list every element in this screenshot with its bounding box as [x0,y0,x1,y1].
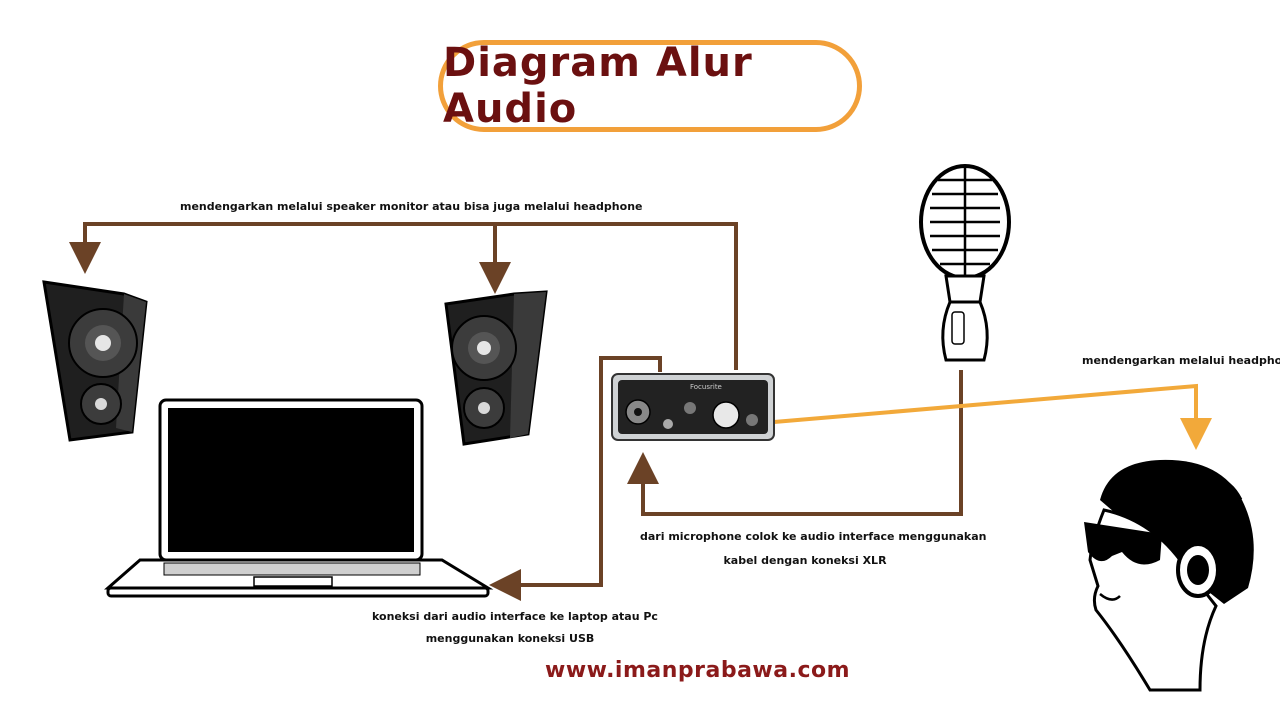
mic-label-line1: dari microphone colok ke audio interface… [640,530,987,543]
usb-label-line2: menggunakan koneksi USB [425,632,595,645]
speaker-icon [42,280,148,442]
interface-brand: Focusrite [690,383,722,391]
usb-label-line1: koneksi dari audio interface ke laptop a… [372,610,658,623]
website-link[interactable]: www.imanprabawa.com [545,658,851,683]
speaker-icon [444,290,548,446]
mic-connector [627,370,963,516]
headphone-label: mendengarkan melalui headphone [1082,354,1280,367]
speaker-monitor-label: mendengarkan melalui speaker monitor ata… [180,200,643,213]
audio-interface-icon: Focusrite [611,373,775,441]
title-box: Diagram Alur Audio [438,40,862,132]
speaker-connector [69,222,738,370]
person-headphone-icon [1084,459,1254,692]
mic-label-line2: kabel dengan koneksi XLR [723,554,887,567]
diagram-title: Diagram Alur Audio [443,40,753,132]
usb-connector [489,356,662,601]
headphone-connector [773,383,1212,450]
laptop-icon [104,398,494,598]
microphone-icon [919,164,1011,362]
